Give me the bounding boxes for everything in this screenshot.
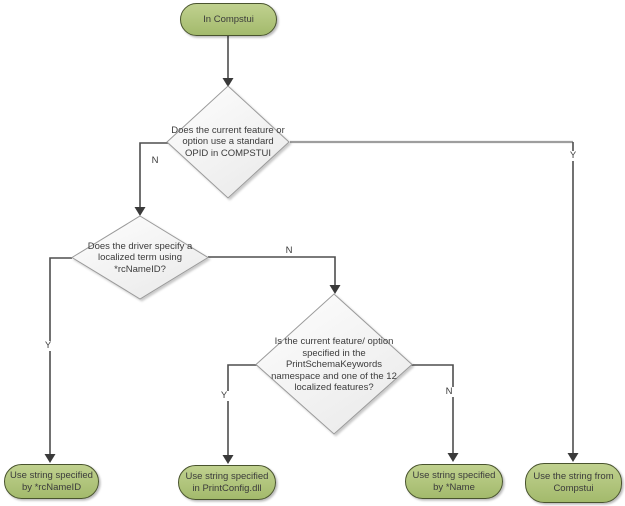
connector-start-to-opid: [222, 36, 234, 87]
connector-rcnameid-no: [208, 256, 341, 294]
arrowhead-down-icon: [329, 285, 341, 294]
decision-opid-text: Does the current feature or option use a…: [171, 124, 285, 159]
arrowhead-down-icon: [44, 454, 56, 463]
edge-label-schema-no: N: [443, 386, 455, 398]
decision-opid-diamond: [166, 85, 290, 199]
start-node-label: In Compstui: [203, 13, 254, 25]
result-compstui-node: Use the string from Compstui: [525, 463, 622, 503]
connector-rcnameid-yes: [44, 257, 72, 463]
decision-schema-diamond: [255, 293, 413, 435]
result-compstui-label: Use the string from Compstui: [533, 471, 614, 494]
result-rcnameid-node: Use string specified by *rcNameID: [4, 464, 99, 499]
edge-label-rcnameid-no: N: [283, 245, 295, 257]
edge-label-rcnameid-yes: Y: [42, 340, 54, 352]
result-rcnameid-label: Use string specified by *rcNameID: [10, 469, 93, 493]
decision-schema-text: Is the current feature/ option specified…: [271, 336, 397, 394]
result-name-node: Use string specified by *Name: [405, 464, 503, 499]
arrowhead-down-icon: [134, 207, 146, 216]
connector-schema-yes: [222, 364, 257, 464]
arrowhead-down-icon: [222, 78, 234, 87]
result-printconfig-node: Use string specified in PrintConfig.dll: [178, 465, 276, 500]
edge-label-opid-yes: Y: [567, 150, 579, 162]
arrowhead-down-icon: [447, 453, 459, 462]
connector-opid-no: [134, 142, 168, 216]
arrowhead-down-icon: [222, 455, 234, 464]
arrowhead-down-icon: [567, 453, 579, 462]
edge-label-schema-yes: Y: [218, 390, 230, 402]
edge-label-opid-no: N: [149, 155, 161, 167]
result-printconfig-label: Use string specified in PrintConfig.dll: [185, 470, 269, 494]
connector-opid-yes: [290, 140, 579, 462]
decision-rcnameid-text: Does the driver specify a localized term…: [87, 240, 193, 275]
decision-rcnameid-diamond: [71, 215, 209, 300]
result-name-label: Use string specified by *Name: [412, 469, 496, 493]
start-node: In Compstui: [180, 3, 277, 36]
connector-schema-no: [411, 364, 459, 462]
